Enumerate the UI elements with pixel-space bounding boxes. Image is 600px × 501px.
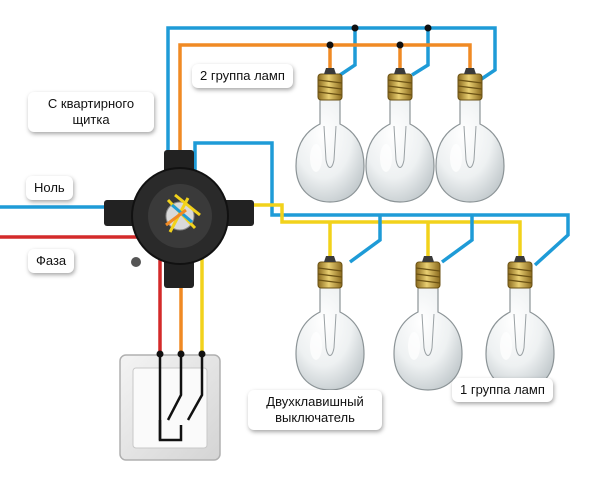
phase-label: Фаза bbox=[28, 249, 75, 273]
neutral-wire bbox=[166, 26, 497, 205]
two-gang-switch bbox=[119, 350, 221, 461]
bulb-icon bbox=[435, 67, 505, 203]
from-panel-label-line1: С квартирного bbox=[47, 96, 135, 111]
group2-phase-wire bbox=[178, 43, 472, 190]
from-panel-label: С квартирного щитка bbox=[28, 92, 154, 132]
group2-wiring bbox=[166, 26, 497, 205]
group1-phase-wire bbox=[200, 203, 522, 262]
group1-label: 1 группа ламп bbox=[452, 378, 553, 402]
bulb-icon bbox=[485, 255, 555, 391]
switch-label: Двухклавишный выключатель bbox=[248, 390, 382, 430]
group2-bulbs bbox=[295, 67, 505, 203]
switch-label-line1: Двухклавишный bbox=[266, 394, 364, 409]
group2-label: 2 группа ламп bbox=[192, 64, 293, 88]
bulb-icon bbox=[365, 67, 435, 203]
group2-junction-dots bbox=[326, 24, 432, 49]
group1-wiring bbox=[193, 141, 570, 267]
junction-box bbox=[104, 150, 254, 288]
group1-bulbs bbox=[295, 255, 555, 391]
bulb-icon bbox=[393, 255, 463, 391]
switch-label-line2: выключатель bbox=[275, 410, 355, 425]
from-panel-label-line2: щитка bbox=[72, 112, 110, 127]
bulb-icon bbox=[295, 255, 365, 391]
neutral-label: Ноль bbox=[26, 176, 73, 200]
bulb-icon bbox=[295, 67, 365, 203]
